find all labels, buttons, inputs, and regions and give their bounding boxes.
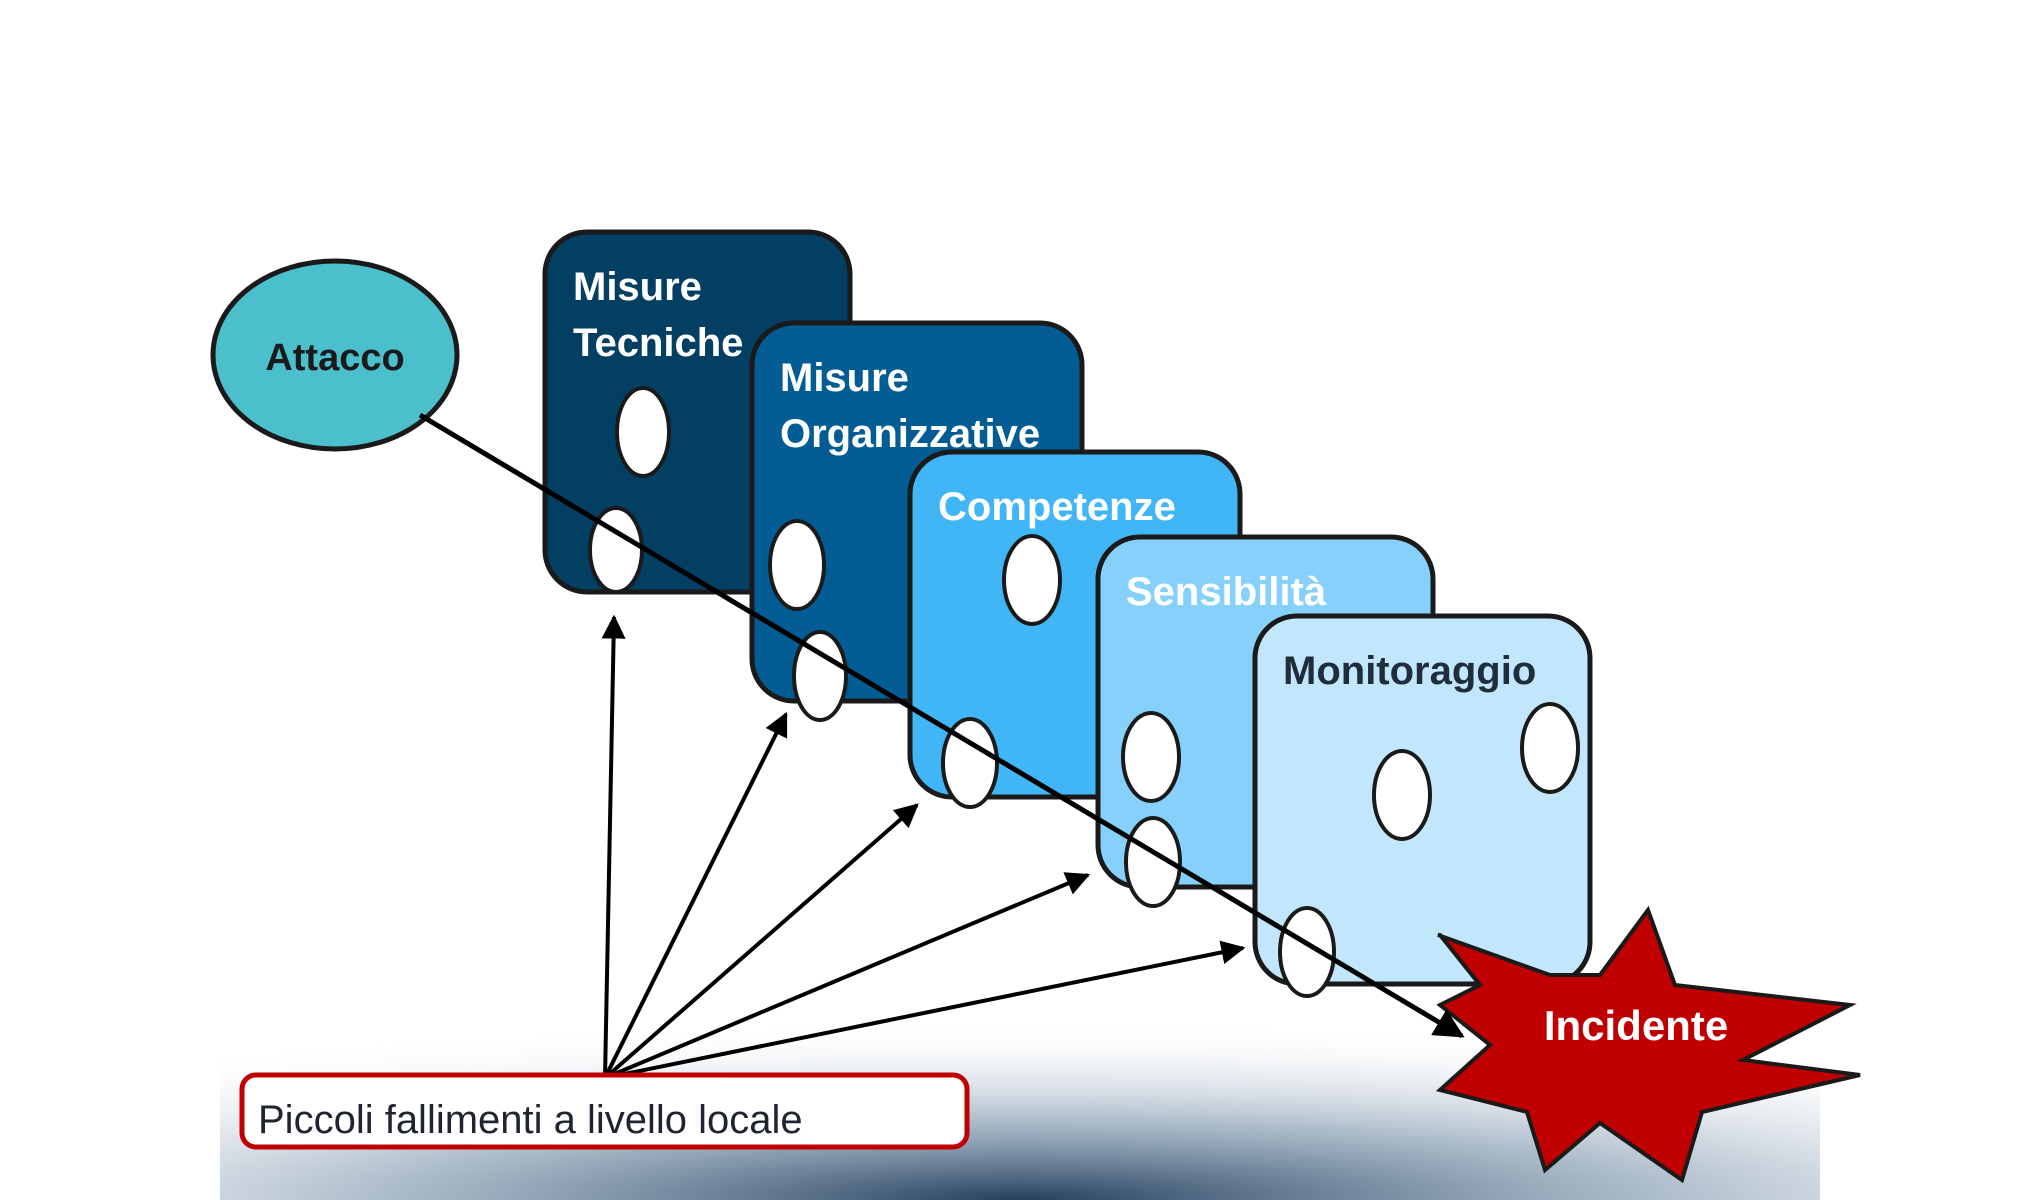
layer-title-line2: Tecniche (573, 321, 743, 365)
arrow-to-sensibilita (604, 872, 1091, 1080)
hole (1124, 816, 1182, 908)
hole (1520, 702, 1580, 794)
source-box: Piccoli fallimenti a livello locale (239, 1072, 970, 1150)
layer-misure-tecniche: Misure Tecniche (542, 229, 853, 595)
hole (768, 519, 826, 611)
layer-title-line1: Misure (573, 265, 702, 309)
end-node: Incidente (1435, 905, 1861, 1184)
hole (1121, 711, 1181, 803)
hole (1372, 749, 1432, 841)
failure-arrows (601, 614, 1246, 1080)
hole (792, 630, 848, 722)
start-node: Attacco (210, 258, 460, 452)
hole (941, 717, 999, 809)
source-box-label: Piccoli fallimenti a livello locale (258, 1098, 803, 1142)
attack-trajectory (418, 412, 1465, 1039)
burst-shape (1435, 905, 1861, 1184)
layer-title-line1: Misure (780, 356, 909, 400)
hole (1002, 534, 1062, 626)
layer-monitoraggio: Monitoraggio (1252, 613, 1593, 998)
layer-title: Sensibilità (1126, 570, 1327, 614)
start-node-label: Attacco (265, 337, 404, 379)
hole (1278, 906, 1336, 998)
end-node-label: Incidente (1544, 1002, 1728, 1049)
layer-title: Monitoraggio (1283, 649, 1536, 693)
arrow-to-misure-organizzative (603, 711, 788, 1079)
layer-title-line2: Organizzative (780, 412, 1040, 456)
arrow-to-monitoraggio (604, 940, 1246, 1080)
arrow-to-competenze (603, 803, 919, 1080)
layer-title: Competenze (938, 485, 1176, 529)
hole (615, 386, 671, 478)
arrow-to-misure-tecniche (601, 614, 626, 1079)
